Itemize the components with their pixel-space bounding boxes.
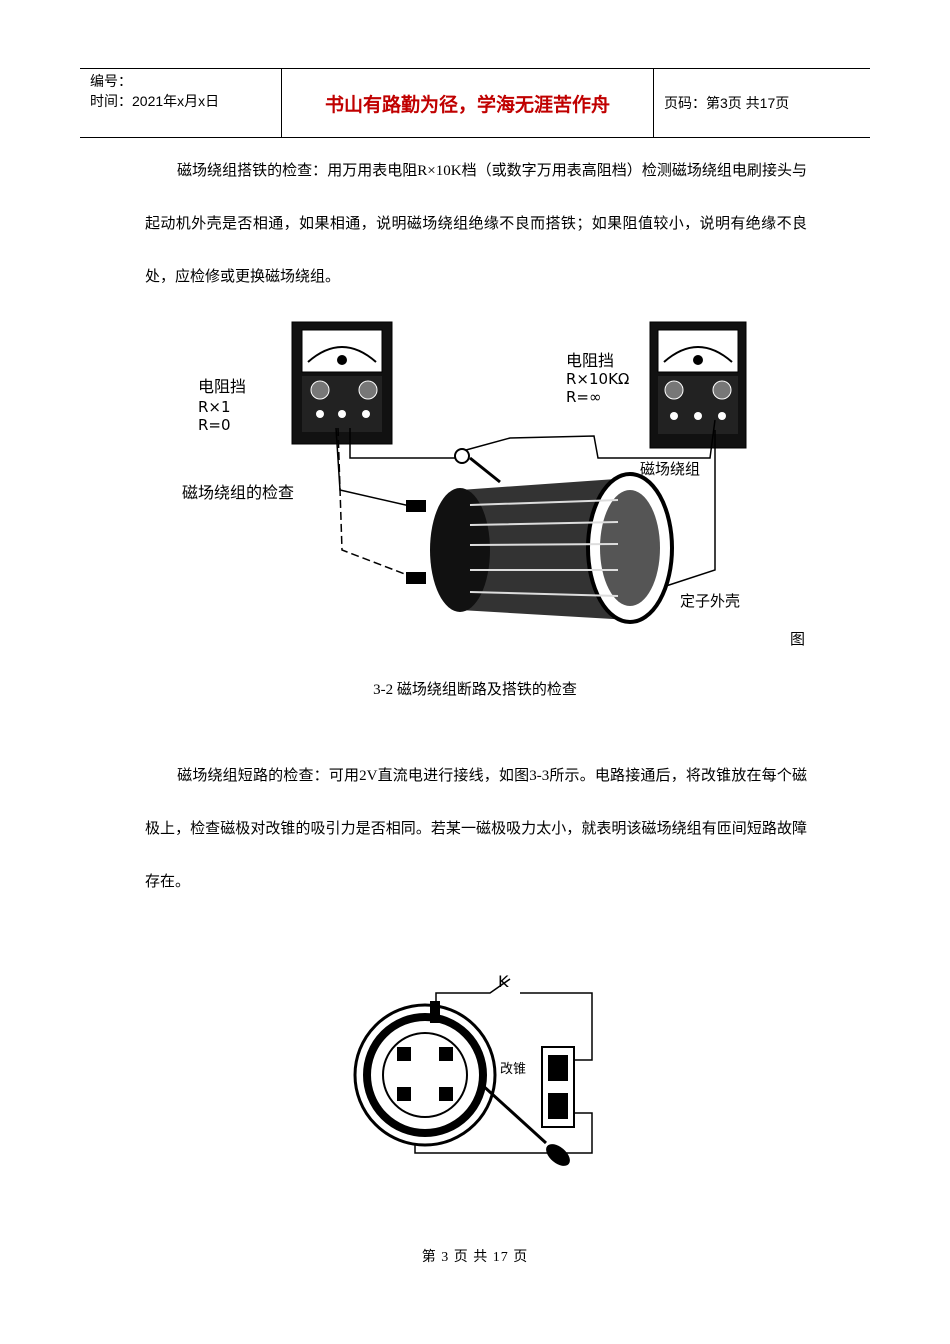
switch-k-label: K — [498, 972, 509, 991]
probe-wire-dashed — [337, 427, 411, 577]
figure-3-2: 电阻挡 R×1 R=0 电阻挡 R×10KΩ R=∞ 磁场绕组 磁场绕组的检查 … — [182, 321, 747, 624]
left-multimeter-icon — [291, 321, 393, 445]
figure-3-3: K 改锥 — [353, 972, 593, 1166]
stator-housing-icon — [406, 472, 674, 624]
screwdriver-label: 改锥 — [500, 1062, 526, 1077]
lead-wire — [469, 456, 501, 484]
wire-right-down — [665, 430, 716, 587]
paragraph-field-winding-ground: 磁场绕组搭铁的检查：用万用表电阻R×10K档（或数字万用表高阻档）检测磁场绕组电… — [145, 163, 807, 285]
document-header: 编号： 时间：2021年x月x日 书山有路勤为径，学海无涯苦作舟 页码：第3页 … — [80, 68, 870, 138]
circuit-wire-bottom — [414, 1112, 593, 1154]
left-meter-title: 电阻挡 — [198, 377, 246, 396]
housing-label: 定子外壳 — [680, 592, 740, 610]
header-page-info: 页码：第3页 共17页 — [664, 95, 790, 111]
probe-clip-lower — [406, 572, 426, 584]
header-motto: 书山有路勤为径，学海无涯苦作舟 — [282, 69, 654, 137]
circuit-wire-top — [435, 978, 593, 1061]
figure-caption: 3-2 磁场绕组断路及搭铁的检查 — [373, 682, 577, 698]
clip-connector-icon — [454, 448, 470, 464]
wire-right-top — [465, 419, 716, 459]
header-meta: 编号： 时间：2021年x月x日 — [80, 69, 282, 137]
right-multimeter-icon — [649, 321, 747, 449]
field-winding-label: 磁场绕组 — [640, 460, 700, 478]
right-meter-range: R×10KΩ — [566, 370, 629, 388]
screwdriver-icon — [478, 1081, 570, 1166]
paragraph-field-winding-short: 磁场绕组短路的检查：可用2V直流电进行接线，如图3-3所示。电路接通后，将改锥放… — [145, 768, 807, 890]
figure-prefix: 图 — [790, 632, 806, 648]
right-meter-title: 电阻挡 — [566, 351, 614, 370]
page-footer: 第 3 页 共 17 页 — [421, 1250, 529, 1265]
code-label: 编号： — [90, 73, 132, 89]
check-label: 磁场绕组的检查 — [182, 483, 294, 502]
probe-clip-upper — [406, 500, 426, 512]
battery-icon — [541, 1046, 575, 1128]
time-label: 时间：2021年x月x日 — [90, 93, 220, 109]
right-meter-result: R=∞ — [566, 388, 602, 406]
stator-cross-section-icon — [353, 1001, 497, 1147]
left-meter-range: R×1 — [198, 398, 231, 416]
left-meter-result: R=0 — [198, 416, 231, 434]
